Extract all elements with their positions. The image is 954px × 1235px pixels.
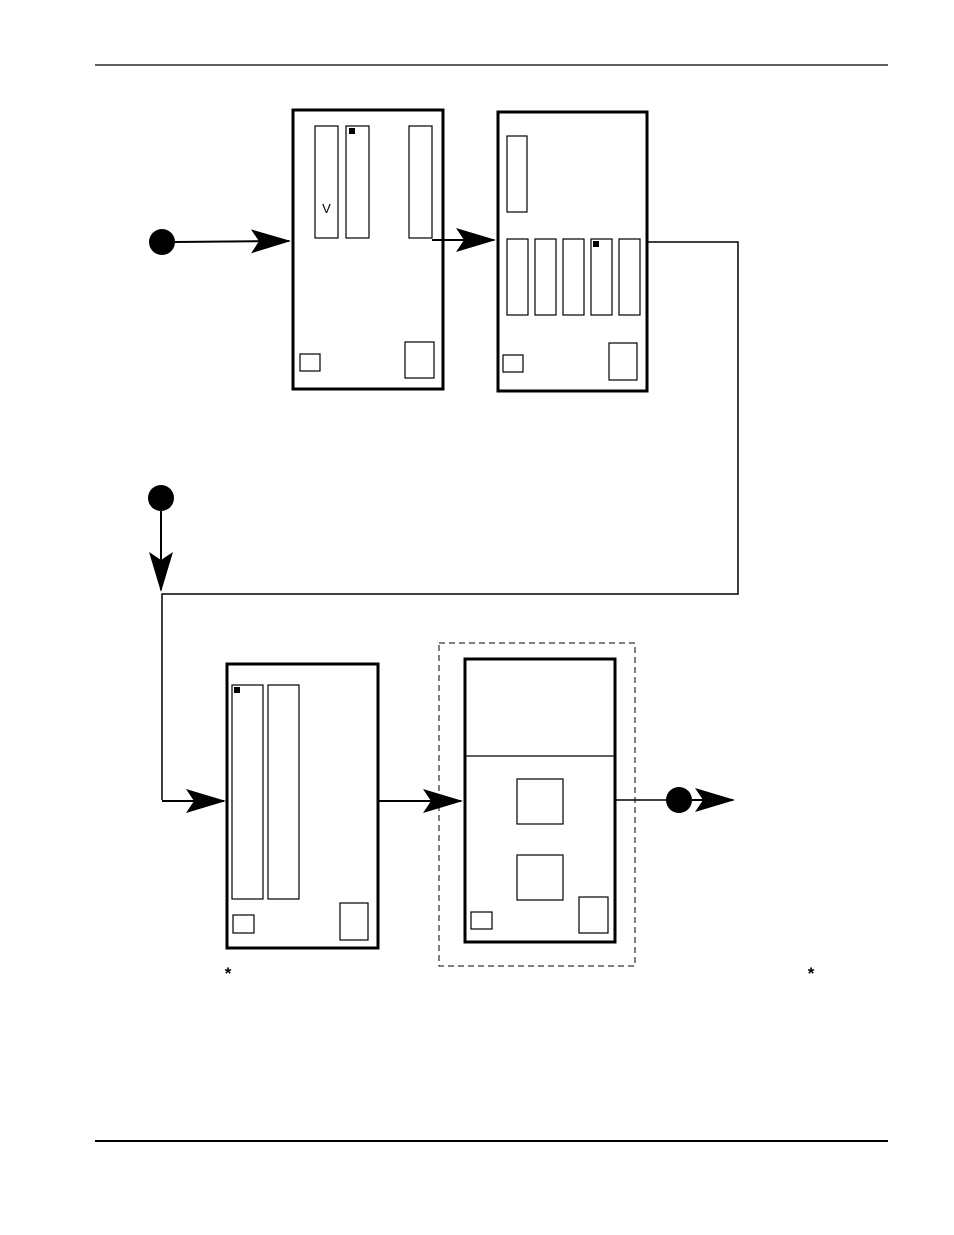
panel-b-small-box <box>502 354 524 373</box>
panel-c <box>225 662 380 950</box>
panel-b-slot-2 <box>534 238 557 316</box>
panel-b-slot-4 <box>590 238 613 316</box>
end-node <box>666 787 692 813</box>
panel-b-slot-4-indicator <box>593 241 599 247</box>
start-node-middle <box>148 485 174 511</box>
panel-a-slot-1 <box>314 125 339 239</box>
panel-a: V <box>291 108 445 391</box>
panel-d <box>463 657 617 944</box>
panel-a-small-box <box>299 353 321 372</box>
panel-a-slot-2-indicator <box>349 128 355 134</box>
panel-c-slot-2 <box>267 684 300 900</box>
panel-a-large-box <box>404 341 435 379</box>
panel-c-slot-1 <box>231 684 264 900</box>
panel-b-slot-5 <box>618 238 641 316</box>
panel-d-module-2 <box>516 854 564 901</box>
panel-b-slot-3 <box>562 238 585 316</box>
panel-c-small-box <box>232 914 255 934</box>
panel-b-slot-1 <box>506 238 529 316</box>
panel-d-module-1 <box>516 778 564 825</box>
footnote-mark-left: * <box>225 964 232 983</box>
start-node-top <box>149 229 175 255</box>
panel-a-slot-2 <box>345 125 370 239</box>
panel-c-slot-1-indicator <box>234 687 240 693</box>
arrow-start-to-panel-a <box>174 229 291 254</box>
panel-b <box>496 110 649 393</box>
panel-a-slot-3 <box>408 125 433 239</box>
panel-d-small-box <box>470 911 493 930</box>
panel-d-large-box <box>578 896 609 934</box>
connector-panel-b-loop <box>161 241 739 800</box>
panel-a-slot-1-mark: V <box>322 201 331 216</box>
optional-enclosure <box>438 642 636 967</box>
panel-b-large-box <box>608 342 638 381</box>
footnote-mark-right: * <box>808 964 815 983</box>
panel-b-upper-slot <box>506 135 528 213</box>
panel-c-large-box <box>339 902 369 941</box>
